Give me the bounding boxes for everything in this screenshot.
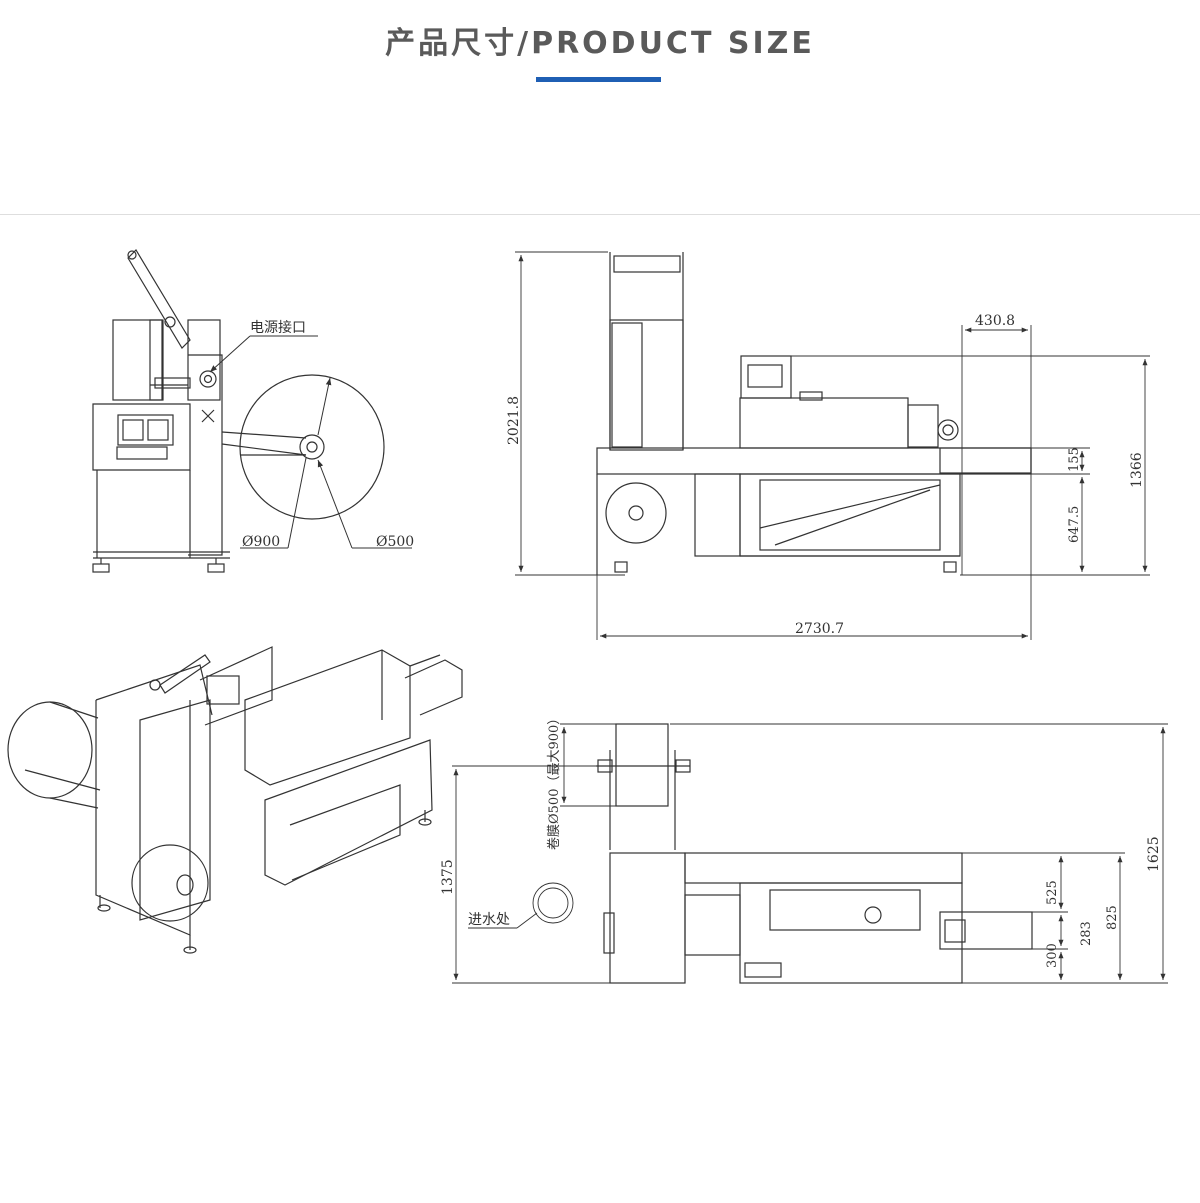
dim-525: 525 xyxy=(1045,880,1060,905)
dim-283: 283 xyxy=(1079,921,1094,946)
power-port-label: 电源接口 xyxy=(250,319,306,336)
dim-1625: 1625 xyxy=(1146,836,1162,872)
dim-outer-diameter: Ø900 xyxy=(242,534,280,550)
dim-300: 300 xyxy=(1045,943,1060,968)
top-view xyxy=(596,723,1033,984)
page-title: 产品尺寸/PRODUCT SIZE xyxy=(385,26,815,61)
dim-1375: 1375 xyxy=(440,859,456,895)
dim-inner-diameter: Ø500 xyxy=(376,534,414,550)
top-view-dimensions xyxy=(452,723,1168,984)
section-divider xyxy=(0,214,1200,215)
dim-430: 430.8 xyxy=(975,313,1015,329)
dim-647: 647.5 xyxy=(1067,506,1082,543)
dim-1366: 1366 xyxy=(1129,452,1145,488)
dim-roll-film: 卷膜Ø500（最大900） xyxy=(546,712,562,850)
water-inlet-label: 进水处 xyxy=(468,912,510,928)
dim-825: 825 xyxy=(1105,905,1120,930)
title-underline xyxy=(536,77,661,82)
dim-total-height: 2021.8 xyxy=(506,396,522,445)
front-view-dimensions xyxy=(515,251,1150,640)
dim-155: 155 xyxy=(1067,447,1082,472)
dim-total-width: 2730.7 xyxy=(795,621,844,637)
front-view xyxy=(596,252,1032,575)
side-view xyxy=(92,249,385,573)
isometric-view xyxy=(7,646,463,954)
side-view-dimensions xyxy=(209,335,412,549)
